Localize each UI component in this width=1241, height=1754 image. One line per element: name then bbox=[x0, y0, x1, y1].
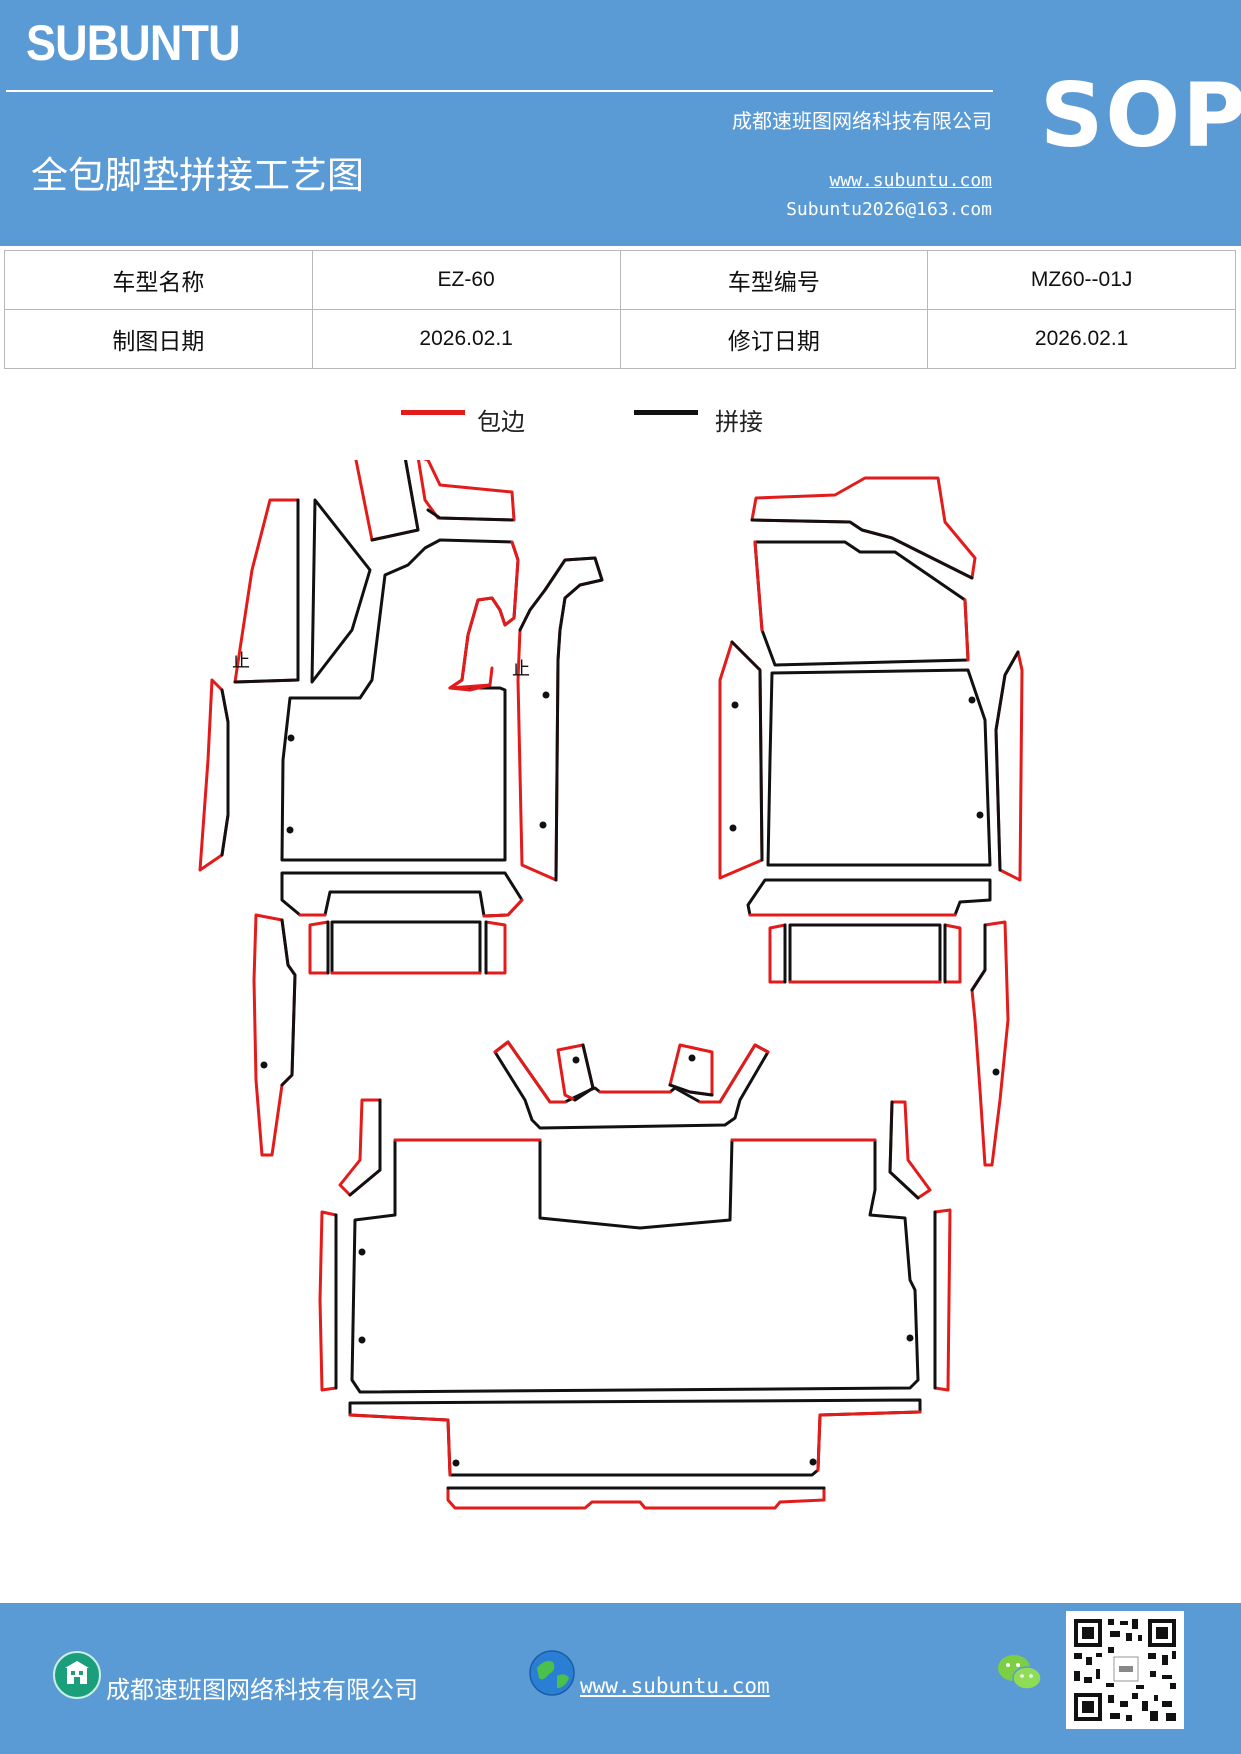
revision-date-label: 修订日期 bbox=[619, 309, 929, 369]
qr-code bbox=[1066, 1611, 1184, 1729]
legend-join-swatch bbox=[634, 410, 698, 415]
piece-rear-tunnel-bridge bbox=[493, 1040, 770, 1130]
model-code-value: MZ60--01J bbox=[927, 250, 1236, 310]
model-name-value: EZ-60 bbox=[311, 250, 621, 310]
passenger-side-pieces bbox=[718, 476, 1024, 1167]
piece-driver-top-strip bbox=[416, 460, 516, 522]
rivet-dots bbox=[358, 1054, 914, 1467]
header-email: Subuntu2026@163.com bbox=[786, 199, 992, 220]
sop-badge: SOP bbox=[1040, 64, 1241, 167]
piece-driver-lower-side bbox=[252, 913, 297, 1157]
drawing-date-value: 2026.02.1 bbox=[311, 309, 621, 369]
piece-rear-right-side-strip bbox=[933, 1208, 952, 1392]
piece-driver-main-mat bbox=[280, 538, 520, 862]
legend-join-label: 拼接 bbox=[715, 408, 763, 436]
floor-mat-diagram: 止 止 bbox=[198, 460, 1024, 1510]
piece-rear-left-tab bbox=[338, 1098, 382, 1197]
stop-marker-right: 止 bbox=[512, 659, 530, 680]
footer-company: 成都速班图网络科技有限公司 bbox=[106, 1676, 418, 1704]
piece-driver-right-strip bbox=[516, 556, 604, 882]
piece-rear-lower-mat bbox=[348, 1398, 922, 1477]
piece-rear-right-tab bbox=[888, 1100, 932, 1200]
footer-website-link[interactable]: www.subuntu.com bbox=[580, 1674, 770, 1698]
globe-icon bbox=[529, 1650, 575, 1696]
piece-passenger-main-mat bbox=[766, 668, 992, 867]
legend-edge-label: 包边 bbox=[477, 408, 525, 436]
building-icon bbox=[53, 1651, 101, 1699]
wechat-icon[interactable] bbox=[996, 1652, 1044, 1694]
drawing-date-label: 制图日期 bbox=[4, 309, 313, 369]
piece-driver-pillar bbox=[310, 498, 372, 684]
rivet-dots bbox=[260, 691, 550, 1069]
model-code-label: 车型编号 bbox=[619, 250, 929, 310]
piece-driver-heel-strip bbox=[280, 871, 524, 918]
piece-driver-block-center bbox=[330, 920, 482, 975]
header-banner bbox=[0, 0, 1241, 246]
header-divider bbox=[6, 90, 993, 92]
rear-row-pieces bbox=[318, 1040, 952, 1510]
piece-passenger-block-right bbox=[943, 923, 962, 984]
header-company: 成都速班图网络科技有限公司 bbox=[732, 109, 992, 133]
stop-marker-left: 止 bbox=[232, 651, 250, 672]
piece-rear-left-side-strip bbox=[318, 1210, 338, 1392]
piece-passenger-heel-strip bbox=[746, 878, 992, 917]
piece-rear-edge-strip bbox=[446, 1486, 826, 1510]
table-row: 制图日期 2026.02.1 修订日期 2026.02.1 bbox=[4, 309, 1236, 369]
rivet-dots bbox=[729, 696, 1000, 1076]
piece-passenger-block-left bbox=[768, 923, 787, 984]
revision-date-value: 2026.02.1 bbox=[927, 309, 1236, 369]
brand-logo: SUBUNTU bbox=[26, 15, 241, 71]
table-row: 车型名称 EZ-60 车型编号 MZ60--01J bbox=[4, 250, 1236, 310]
legend-edge-swatch bbox=[401, 410, 465, 415]
piece-passenger-lower-side bbox=[970, 920, 1010, 1167]
model-name-label: 车型名称 bbox=[4, 250, 313, 310]
info-table: 车型名称 EZ-60 车型编号 MZ60--01J 制图日期 2026.02.1… bbox=[4, 250, 1236, 369]
driver-side-pieces: 止 止 bbox=[198, 460, 604, 1157]
page-title: 全包脚垫拼接工艺图 bbox=[31, 154, 364, 197]
piece-rear-main-mat bbox=[350, 1138, 920, 1394]
piece-driver-block-right bbox=[484, 920, 507, 975]
piece-passenger-block-center bbox=[788, 923, 942, 984]
header-website-link[interactable]: www.subuntu.com bbox=[829, 170, 992, 191]
piece-passenger-left-strip bbox=[718, 640, 764, 880]
piece-driver-block-left bbox=[308, 920, 330, 975]
